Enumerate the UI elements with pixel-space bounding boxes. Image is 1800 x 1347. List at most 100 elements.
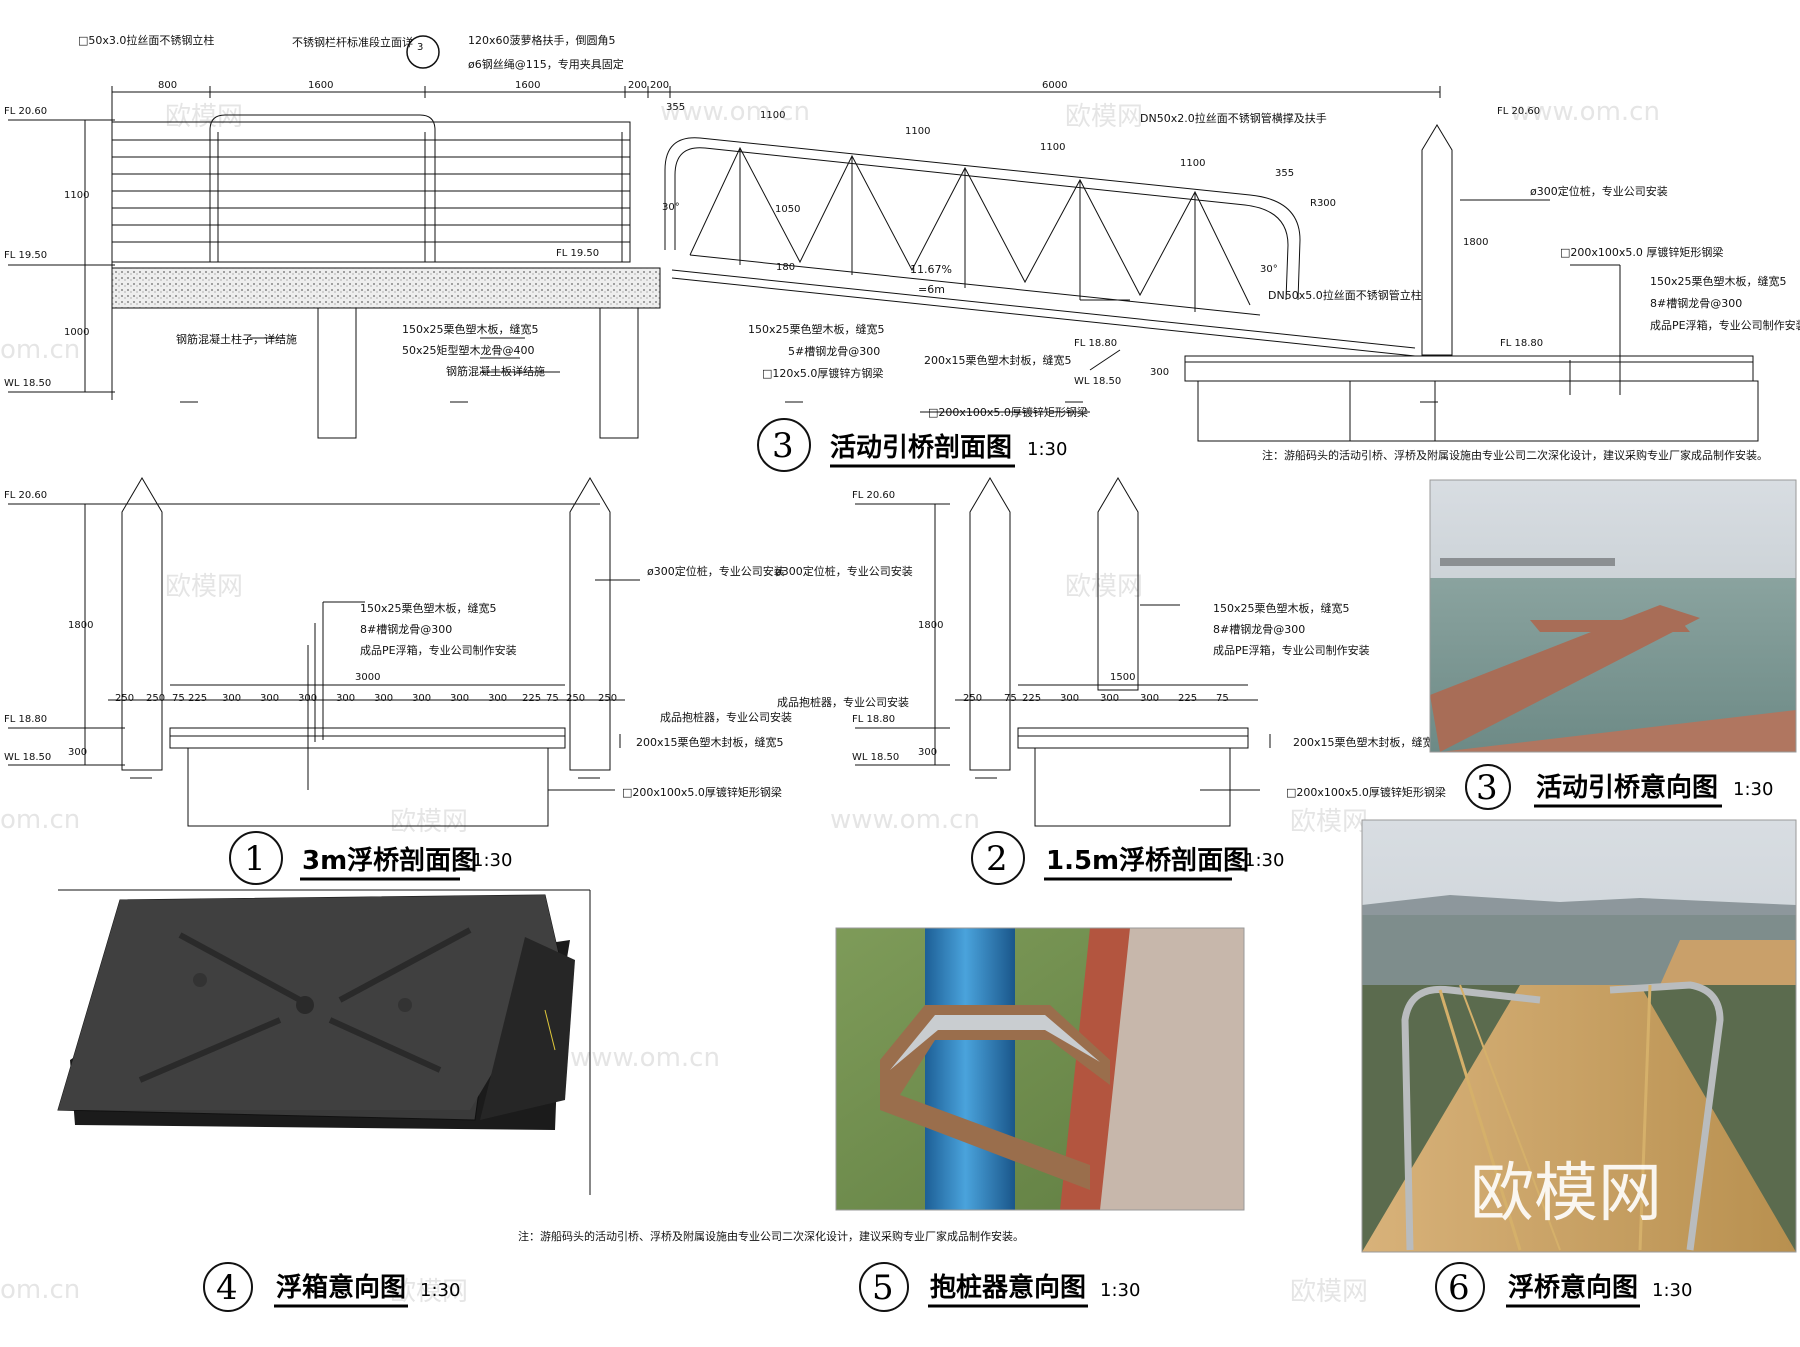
level-mark: FL 18.80: [1074, 338, 1117, 349]
section-15m-labels: FL 20.60 FL 18.80 WL 18.50 1800 300 ø300…: [775, 490, 1446, 885]
dim-label: 250: [115, 693, 134, 704]
level-mark: FL 18.80: [4, 714, 47, 725]
dim-label: 250: [598, 693, 617, 704]
float-box-title: 浮箱意向图: [276, 1272, 406, 1303]
dim-label: 300: [222, 693, 241, 704]
title-number: 1: [244, 839, 266, 879]
slope-label: 11.67%: [910, 263, 952, 276]
level-mark: FL 19.50: [556, 248, 599, 259]
pile-hugger-scale: 1:30: [1100, 1280, 1140, 1301]
watermark-url: www.om.cn: [660, 97, 810, 127]
dim-label: 200: [628, 80, 647, 91]
title-number: 4: [216, 1268, 238, 1308]
dim-label: 300: [374, 693, 393, 704]
section-15m-title: 1.5m浮桥剖面图: [1046, 845, 1249, 876]
callout-hugger: 成品抱桩器，专业公司安装: [660, 710, 792, 724]
dim-label: 300: [336, 693, 355, 704]
angle-label: 30°: [1260, 264, 1278, 275]
watermark: 欧模网: [390, 807, 468, 837]
callout-dn50post: DN50x5.0拉丝面不锈钢管立柱: [1268, 288, 1422, 302]
callout-channel2: 5#槽钢龙骨@300: [788, 345, 880, 358]
detail-ref: 3: [417, 42, 423, 53]
watermark-url: om.cn: [0, 805, 80, 835]
dim-label: 300: [260, 693, 279, 704]
dim-label: 1800: [918, 620, 943, 631]
level-mark: FL 20.60: [4, 490, 47, 501]
callout-joist: 50x25矩型塑木龙骨@400: [402, 343, 535, 357]
level-mark: FL 20.60: [4, 106, 47, 117]
dim-label: 300: [1060, 693, 1079, 704]
dim-label: 300: [488, 693, 507, 704]
dim-label: 355: [1275, 168, 1294, 179]
dim-label: 300: [1150, 367, 1169, 378]
dim-label: 75: [1216, 693, 1229, 704]
callout-tube1: □200x100x5.0 厚镀锌矩形钢梁: [1560, 245, 1723, 259]
callout-tube: □200x100x5.0厚镀锌矩形钢梁: [1286, 785, 1446, 799]
level-mark: FL 18.80: [852, 714, 895, 725]
callout-channel1: 8#槽钢龙骨@300: [1650, 297, 1742, 310]
float-box-illustration: [57, 889, 591, 1195]
section-bridge-title: 活动引桥剖面图: [830, 432, 1012, 463]
dim-label: 250: [566, 693, 585, 704]
bridge-note: 注：游船码头的活动引桥、浮桥及附属设施由专业公司二次深化设计，建议采购专业厂家成…: [1262, 448, 1768, 462]
dim-label: 1050: [775, 204, 800, 215]
callout-seal: 200x15栗色塑木封板，缝宽5: [636, 735, 784, 749]
dim-label: 300: [1100, 693, 1119, 704]
dim-label: 180: [776, 262, 795, 273]
callout-pile: ø300定位桩，专业公司安装: [775, 564, 913, 578]
callout-hugger: 成品抱桩器，专业公司安装: [777, 695, 909, 709]
callout-rail-std: 不锈钢栏杆标准段立面详: [292, 35, 413, 49]
section-3m-drawing: [8, 477, 640, 827]
dim-label: 250: [146, 693, 165, 704]
section-3m-title: 3m浮桥剖面图: [302, 845, 477, 876]
dim-label: 300: [450, 693, 469, 704]
callout-deck2: 150x25栗色塑木板，缝宽5: [402, 322, 539, 336]
photo-pontoon: 欧模网: [1361, 819, 1797, 1253]
dim-label: 1600: [308, 80, 333, 91]
dim-label: 1800: [68, 620, 93, 631]
pile-hugger-caption: 5 抱桩器意向图 1:30: [859, 1262, 1140, 1312]
title-number: 3: [772, 426, 794, 466]
callout-deck3: 150x25栗色塑木板，缝宽5: [748, 322, 885, 336]
watermark: 欧模网: [165, 572, 243, 602]
dim-label: 300: [918, 747, 937, 758]
callout-handrail: 120x60菠萝格扶手，倒圆角5: [468, 33, 616, 47]
callout-wire: ø6钢丝绳@115，专用夹具固定: [468, 57, 624, 71]
callout-tube: □200x100x5.0厚镀锌矩形钢梁: [622, 785, 782, 799]
callout-pe: 成品PE浮箱，专业公司制作安装: [360, 643, 517, 657]
dim-label: 6000: [1042, 80, 1067, 91]
watermark: 欧模网: [1065, 102, 1143, 132]
watermark: 欧模网: [165, 102, 243, 132]
level-mark: WL 18.50: [4, 378, 51, 389]
photo-bridge-caption: 3 活动引桥意向图 1:30: [1465, 764, 1773, 810]
dim-label: 300: [298, 693, 317, 704]
callout-pile: ø300定位桩，专业公司安装: [647, 564, 785, 578]
level-mark: WL 18.50: [4, 752, 51, 763]
watermark-url: om.cn: [0, 335, 80, 365]
title-number: 3: [1476, 768, 1498, 808]
callout-seal: 200x15栗色塑木封板，缝宽5: [924, 353, 1072, 367]
dim-label: 225: [188, 693, 207, 704]
dim-label: 1100: [1180, 158, 1205, 169]
callout-column: 钢筋混凝土柱子，详结施: [176, 332, 297, 346]
dim-label: 250: [963, 693, 982, 704]
dim-label: 225: [522, 693, 541, 704]
radius-label: R300: [1310, 198, 1336, 209]
level-mark: FL 19.50: [4, 250, 47, 261]
callout-slab: 钢筋混凝土板详结施: [446, 364, 545, 378]
title-number: 6: [1448, 1268, 1470, 1308]
dim-label: 1100: [760, 110, 785, 121]
dim-label: 1800: [1463, 237, 1488, 248]
section-3m-scale: 1:30: [472, 850, 512, 871]
float-box-caption: 4 浮箱意向图 1:30: [203, 1262, 460, 1312]
photo-bridge: [1429, 479, 1797, 753]
dim-label: 1100: [64, 190, 89, 201]
callout-deck: 150x25栗色塑木板，缝宽5: [1213, 601, 1350, 615]
dim-label: 225: [1178, 693, 1197, 704]
dim-label: 225: [1022, 693, 1041, 704]
title-circle: [757, 418, 811, 472]
dim-label: 300: [1140, 693, 1159, 704]
dim-label: 1000: [64, 327, 89, 338]
callout-tube2: □120x5.0厚镀锌方钢梁: [762, 366, 883, 380]
